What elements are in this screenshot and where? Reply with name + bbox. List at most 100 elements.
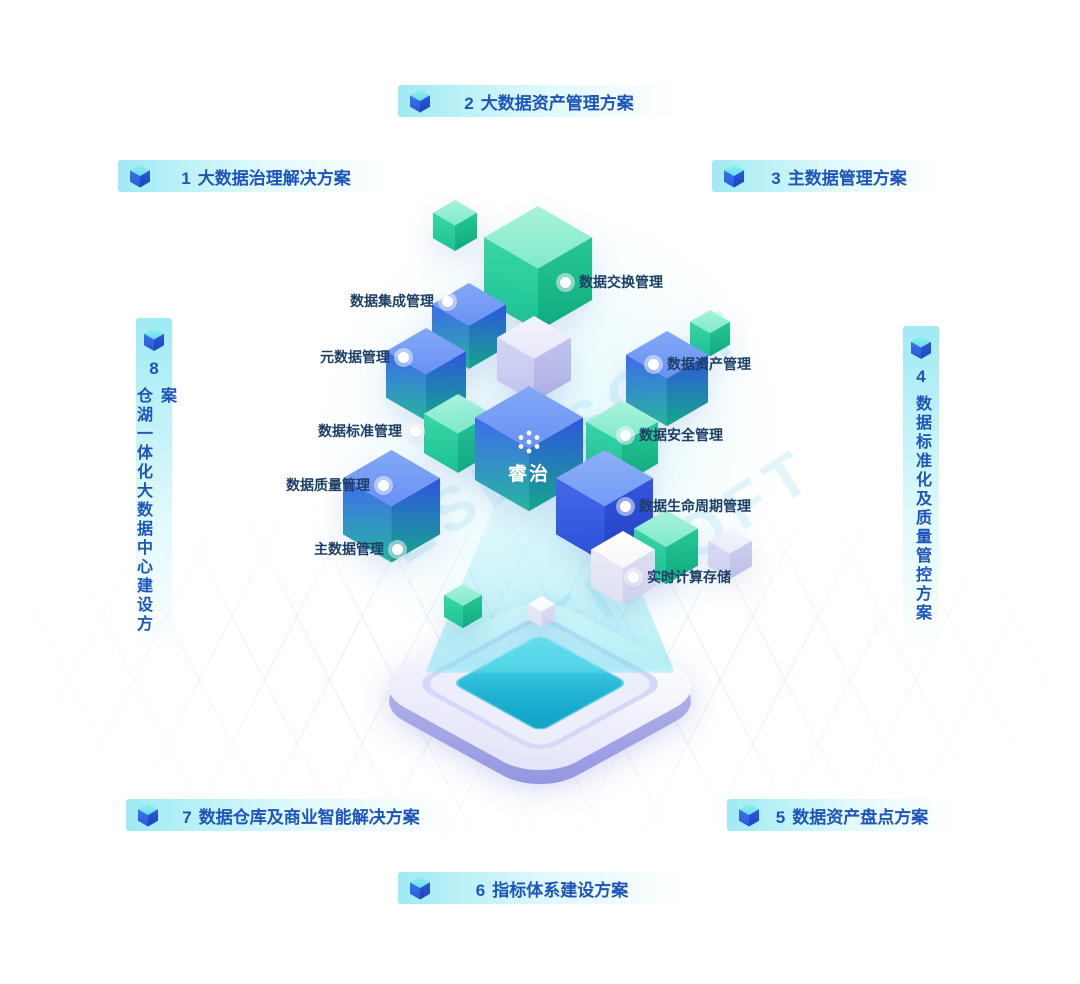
module-data-exchange: 数据交换管理 (560, 272, 663, 292)
module-label: 数据资产管理 (667, 356, 751, 372)
iso-cube-small (708, 528, 752, 580)
banner-number: 8 (149, 359, 159, 378)
banner-text: 2 大数据资产管理方案 (438, 89, 660, 114)
banner-number: 4 (916, 367, 926, 386)
cube-face (708, 540, 730, 580)
banner-8-lakehouse-data-center: 8 仓湖一体化大数据中心建设方案 (134, 318, 175, 650)
banner-cube-icon (138, 803, 158, 827)
module-data-standard: 数据标准管理 (318, 421, 421, 441)
cube-face (734, 170, 744, 188)
cube-face (130, 164, 150, 176)
cube-face (724, 170, 734, 188)
module-label: 数据集成管理 (350, 293, 434, 309)
banner-number: 6 (475, 880, 486, 900)
banner-6-indicator-system: 6 指标体系建设方案 (398, 872, 678, 904)
iso-cube-small (444, 584, 482, 629)
banner-label: 主数据管理方案 (787, 168, 907, 188)
banner-label: 大数据资产管理方案 (480, 93, 634, 113)
banner-cube-icon (724, 164, 744, 188)
ruizhi-logo-icon (518, 430, 540, 453)
module-master-data: 主数据管理 (314, 539, 403, 559)
cube-face (911, 341, 921, 359)
connector-dot (378, 479, 389, 491)
module-metadata: 元数据管理 (320, 347, 409, 367)
cube-face (739, 809, 749, 827)
cube-face (528, 603, 542, 628)
cube-face (138, 809, 148, 827)
connector-dot (648, 358, 659, 370)
banner-cube-icon (144, 328, 164, 351)
cube-face (739, 803, 759, 815)
cube-face (144, 328, 164, 340)
cube-face (541, 603, 555, 628)
cube-face (148, 809, 158, 827)
banner-number: 3 (771, 168, 781, 188)
connector-dot (560, 276, 571, 288)
banner-cube-icon (130, 164, 150, 188)
module-label: 实时计算存储 (647, 569, 731, 585)
banner-number: 7 (182, 807, 192, 827)
iso-cube-small (528, 596, 555, 628)
connector-dot (620, 429, 631, 441)
cube-face (911, 336, 931, 348)
banner-cube-icon (410, 876, 430, 900)
module-label: 主数据管理 (314, 541, 384, 557)
cube-face (749, 809, 759, 827)
cube-face (154, 333, 164, 351)
cube-face (921, 341, 931, 359)
module-data-integration: 数据集成管理 (350, 291, 453, 311)
banner-label: 大数据治理解决方案 (197, 168, 351, 188)
iso-cube-small (433, 200, 477, 252)
cube-face (724, 164, 744, 176)
cube-face (710, 321, 730, 357)
cube-face (455, 212, 477, 252)
banner-text: 3 主数据管理方案 (752, 164, 926, 189)
banner-number: 1 (181, 168, 191, 188)
connector-dot (442, 295, 453, 307)
module-realtime-storage: 实时计算存储 (628, 567, 731, 587)
cube-face (463, 595, 482, 629)
cube-face (410, 876, 430, 888)
module-label: 数据交换管理 (579, 274, 663, 290)
module-label: 数据标准管理 (318, 423, 402, 439)
connector-dot (620, 500, 631, 512)
product-logo: 睿治 (508, 429, 550, 486)
module-label: 数据安全管理 (639, 427, 723, 443)
iso-cube-small (634, 510, 698, 585)
banner-cube-icon (911, 336, 931, 359)
banner-4-data-standardization-quality: 4 数据标准化及质量管控方案 (903, 326, 939, 650)
banner-cube-icon (739, 803, 759, 827)
banner-label: 数据标准化及质量管控方案 (913, 395, 930, 623)
cube-face (140, 170, 150, 188)
cube-face (730, 540, 752, 580)
cube-face (138, 803, 158, 815)
cube-face (144, 333, 154, 351)
cube-face (130, 170, 140, 188)
banner-2-data-asset-management: 2 大数据资产管理方案 (398, 85, 672, 117)
cube-face (433, 212, 455, 252)
product-logo-text: 睿治 (507, 463, 551, 485)
cube-face (420, 95, 430, 113)
banner-label: 指标体系建设方案 (492, 880, 629, 900)
banner-label: 仓湖一体化大数据中心建设方案 (134, 387, 175, 634)
module-label: 数据质量管理 (286, 477, 370, 493)
cube-face (410, 89, 430, 101)
banner-label: 数据资产盘点方案 (792, 807, 929, 827)
connector-dot (398, 351, 409, 363)
connector-dot (628, 571, 639, 583)
module-data-lifecycle: 数据生命周期管理 (620, 496, 751, 516)
banner-cube-icon (410, 89, 430, 113)
banner-1-data-governance: 1 大数据治理解决方案 (118, 160, 386, 192)
banner-number: 2 (464, 93, 474, 113)
module-data-quality: 数据质量管理 (286, 475, 389, 495)
module-data-security: 数据安全管理 (620, 425, 723, 445)
banner-3-master-data-management: 3 主数据管理方案 (712, 160, 938, 192)
connector-dot (392, 543, 403, 555)
module-label: 数据生命周期管理 (639, 498, 751, 514)
cube-face (410, 95, 420, 113)
banner-text: 1 大数据治理解决方案 (158, 164, 374, 189)
